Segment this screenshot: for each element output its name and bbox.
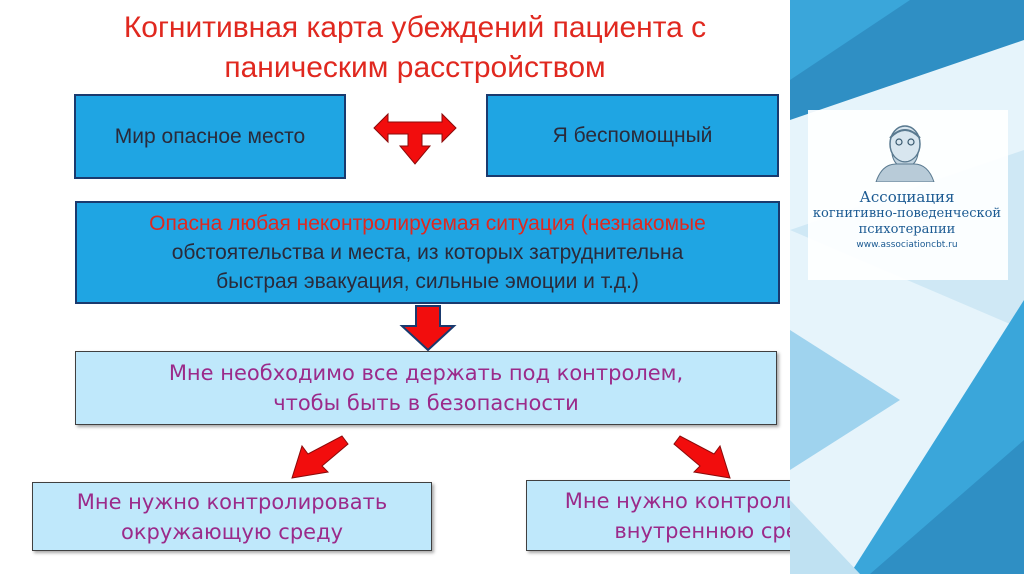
node-helpless-label: Я беспомощный (552, 124, 713, 147)
arrow-down-left-icon (291, 435, 349, 479)
founder-portrait-icon (875, 125, 935, 182)
danger-line-3: быстрая эвакуация, сильные эмоции и т.д.… (216, 270, 639, 293)
logo-panel: Ассоциация когнитивно-поведенческой псих… (790, 0, 1024, 574)
arrow-down-right-icon (673, 435, 731, 479)
outer-line-2: окружающую среду (120, 519, 344, 544)
logo-line-2: когнитивно-поведенческой (812, 206, 1002, 221)
node-helpless: Я беспомощный (486, 94, 779, 177)
t-arrow-icon (373, 112, 457, 165)
node-control-outer: Мне нужно контролировать окружающую сред… (32, 482, 432, 551)
title-line-2: паническим расстройством (224, 51, 606, 84)
node-danger-situation: Опасна любая неконтролируемая ситуация (… (75, 201, 780, 304)
logo-url: www.associationcbt.ru (856, 240, 958, 250)
down-arrow-icon (399, 305, 457, 352)
outer-line-1: Мне нужно контролировать (76, 489, 388, 514)
control-line-1: Мне необходимо все держать под контролем… (168, 361, 684, 385)
node-need-control: Мне необходимо все держать под контролем… (75, 351, 777, 425)
danger-line-2: обстоятельства и места, из которых затру… (171, 241, 684, 264)
danger-line-1: Опасна любая неконтролируемая ситуация (… (149, 212, 706, 235)
slide-title: Когнитивная карта убеждений пациента с п… (70, 8, 760, 88)
title-line-1: Когнитивная карта убеждений пациента с (123, 11, 707, 44)
logo-line-3: психотерапии (858, 222, 956, 237)
control-line-2: чтобы быть в безопасности (273, 391, 579, 415)
node-world-dangerous: Мир опасное место (74, 94, 346, 179)
node-world-label: Мир опасное место (114, 125, 306, 148)
logo-line-1: Ассоциация (859, 188, 955, 206)
panel-background (790, 0, 1024, 574)
